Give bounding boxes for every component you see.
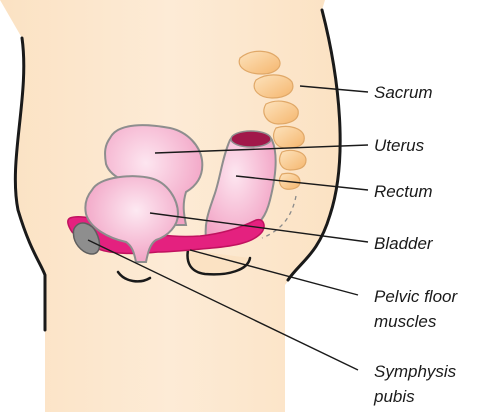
label-rectum: Rectum <box>374 182 433 201</box>
label-pelvic-floor-line2: muscles <box>374 312 437 331</box>
label-bladder: Bladder <box>374 234 434 253</box>
label-sacrum: Sacrum <box>374 83 433 102</box>
label-uterus: Uterus <box>374 136 425 155</box>
label-symphysis-line1: Symphysis <box>374 362 457 381</box>
rectum-opening <box>231 131 271 147</box>
label-symphysis-line2: pubis <box>373 387 415 406</box>
label-pelvic-floor-line1: Pelvic floor <box>374 287 458 306</box>
